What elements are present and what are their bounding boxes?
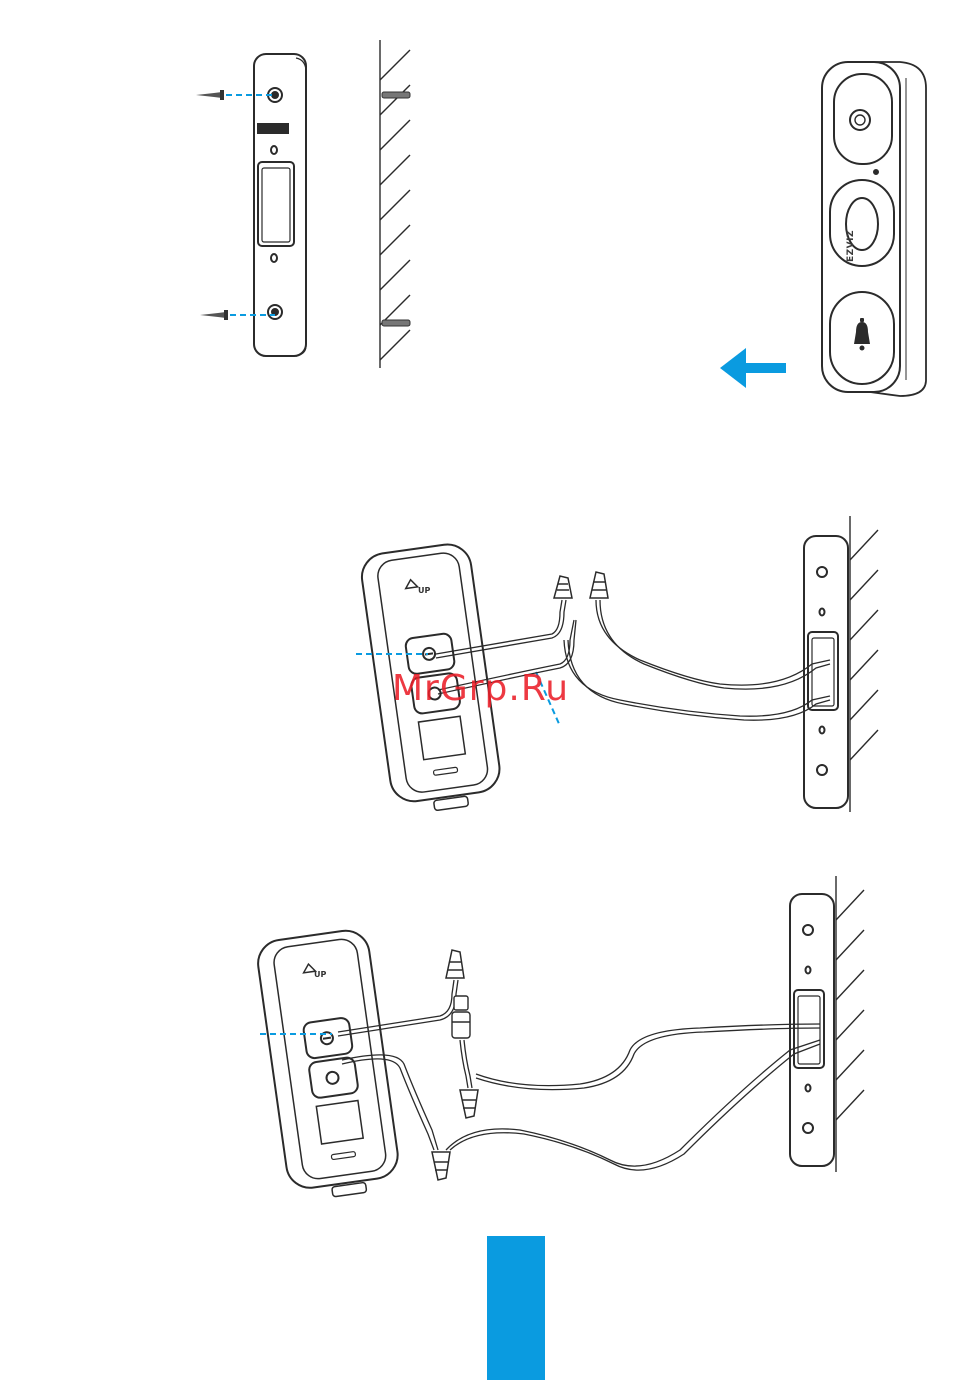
up-label: UP <box>314 970 326 979</box>
bell-icon <box>854 318 870 351</box>
wire-nut-icon <box>590 572 608 598</box>
arrow-left-icon <box>720 348 786 388</box>
doorbell-front <box>822 62 926 396</box>
mounted-plate <box>804 536 848 808</box>
mounting-plate-diagram <box>0 0 973 420</box>
blue-tab-marker <box>487 1236 545 1380</box>
mounting-plate <box>254 54 306 356</box>
up-label: UP <box>418 586 430 595</box>
wires <box>338 980 820 1170</box>
wall-section <box>850 516 878 812</box>
screw-icon <box>196 90 224 100</box>
ezviz-logo: EZVIZ <box>846 230 856 262</box>
wire-nut-icon <box>554 576 572 598</box>
watermark: MrGrp.Ru <box>392 668 569 709</box>
screw-icon <box>200 310 228 320</box>
wire-nut-icon <box>460 1090 478 1118</box>
wire-nut-icon <box>446 950 464 978</box>
wire-connector <box>452 996 470 1038</box>
wire-nut-icon <box>432 1152 450 1180</box>
wall-section <box>836 876 864 1172</box>
wall-anchor <box>382 92 410 326</box>
mounted-plate <box>790 894 834 1166</box>
wall-section <box>380 40 410 368</box>
doorbell-back <box>255 928 402 1203</box>
